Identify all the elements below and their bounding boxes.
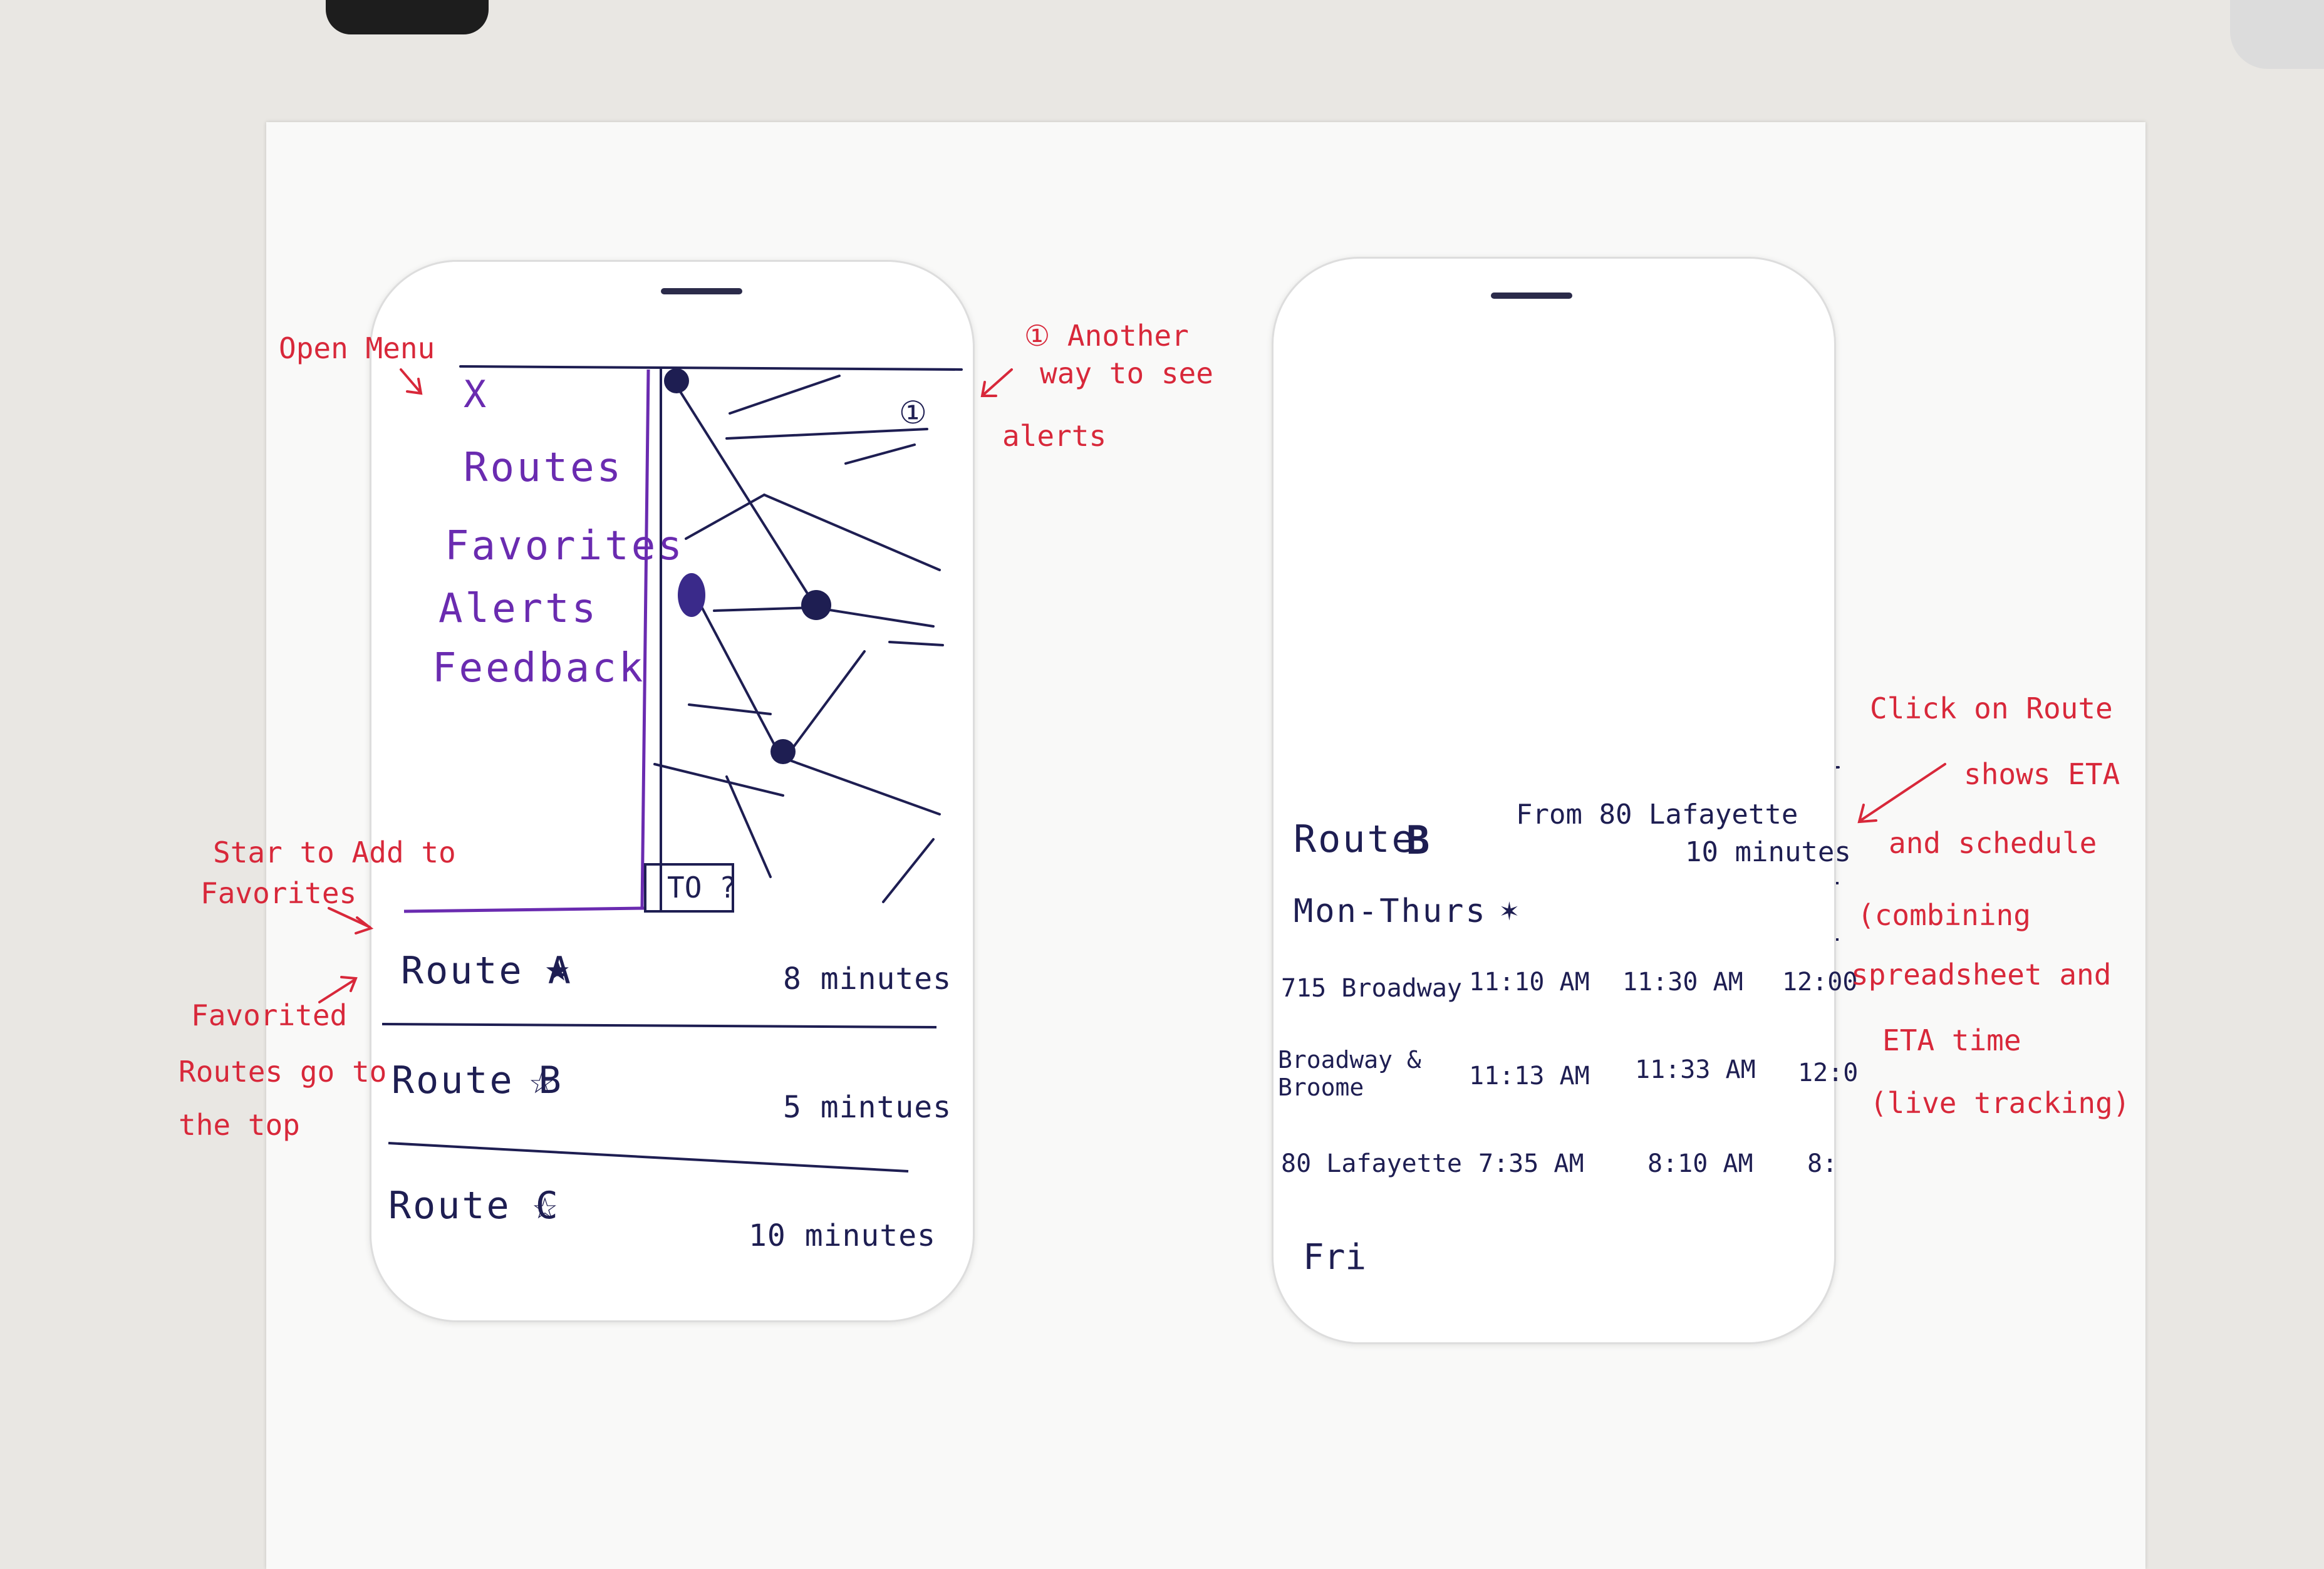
menu-item-routes[interactable]: Routes — [464, 445, 624, 491]
menu-item-feedback[interactable]: Feedback — [432, 645, 646, 691]
annotation-alerts-1: ① Another — [1024, 319, 1189, 353]
schedule-time[interactable]: 8: — [1807, 1149, 1838, 1178]
background-object — [326, 0, 489, 34]
annotation-route-6: ETA time — [1882, 1023, 2021, 1057]
menu-item-favorites[interactable]: Favorites — [445, 523, 685, 569]
schedule-time[interactable]: 8:10 AM — [1647, 1149, 1753, 1178]
annotation-fav-1: Favorited — [191, 998, 348, 1032]
route-eta: 10 minutes — [1685, 836, 1851, 868]
schedule-time[interactable]: 11:10 AM — [1469, 968, 1590, 997]
favorite-star-icon[interactable]: ✶ — [1500, 893, 1518, 928]
annotation-fav-2: Routes go to — [179, 1055, 387, 1089]
route-detail-title: Route — [1294, 817, 1416, 861]
route-from: From 80 Lafayette — [1516, 799, 1798, 831]
phone-right — [1272, 257, 1836, 1344]
route-label: Route A — [401, 949, 573, 993]
alert-icon[interactable]: ① — [899, 395, 927, 431]
favorite-star-icon[interactable]: ☆ — [529, 1055, 554, 1104]
annotation-star-2: Favorites — [200, 876, 357, 910]
speaker-icon — [661, 288, 742, 294]
route-label: Route C — [388, 1184, 560, 1228]
annotation-route-2: shows ETA — [1964, 757, 2120, 791]
annotation-route-4: (combining — [1857, 898, 2031, 932]
stop-name: Broadway & Broome — [1278, 1046, 1421, 1101]
annotation-open-menu: Open Menu — [279, 331, 435, 365]
background-object — [2230, 0, 2324, 69]
schedule-time[interactable]: 12:00 — [1782, 968, 1858, 997]
route-eta: 10 minutes — [749, 1218, 936, 1253]
annotation-route-5: spreadsheet and — [1851, 958, 2112, 992]
stop-name: 80 Lafayette — [1281, 1149, 1462, 1178]
annotation-star-1: Star to Add to — [213, 836, 456, 869]
schedule-time[interactable]: 11:30 AM — [1622, 968, 1743, 997]
menu-close-button[interactable]: X — [464, 373, 487, 417]
day-select-dropdown[interactable]: Fri — [1303, 1237, 1367, 1278]
schedule-time[interactable]: 11:33 AM — [1635, 1055, 1756, 1084]
favorite-star-icon[interactable]: ★ — [545, 943, 570, 991]
route-eta: 8 minutes — [783, 961, 952, 997]
route-label: Route B — [392, 1059, 563, 1102]
annotation-alerts-2: way to see — [1040, 356, 1213, 390]
schedule-time[interactable]: 11:13 AM — [1469, 1062, 1590, 1090]
speaker-icon — [1491, 293, 1572, 299]
menu-item-alerts[interactable]: Alerts — [438, 586, 599, 632]
to-destination-button[interactable]: TO ? — [667, 871, 737, 904]
route-detail-letter: B — [1406, 817, 1430, 863]
day-range-label: Mon-Thurs — [1294, 893, 1487, 930]
schedule-time[interactable]: 12:0 — [1798, 1059, 1859, 1087]
route-eta: 5 mintues — [783, 1090, 952, 1125]
schedule-time[interactable]: 7:35 AM — [1478, 1149, 1584, 1178]
annotation-route-3: and schedule — [1889, 826, 2097, 860]
annotation-alerts-3: alerts — [1002, 419, 1107, 453]
stop-name: 715 Broadway — [1281, 974, 1462, 1003]
annotation-route-1: Click on Route — [1870, 691, 2113, 725]
favorite-star-icon[interactable]: ☆ — [532, 1181, 558, 1229]
annotation-route-7: (live tracking) — [1870, 1086, 2130, 1120]
annotation-fav-3: the top — [179, 1108, 300, 1142]
